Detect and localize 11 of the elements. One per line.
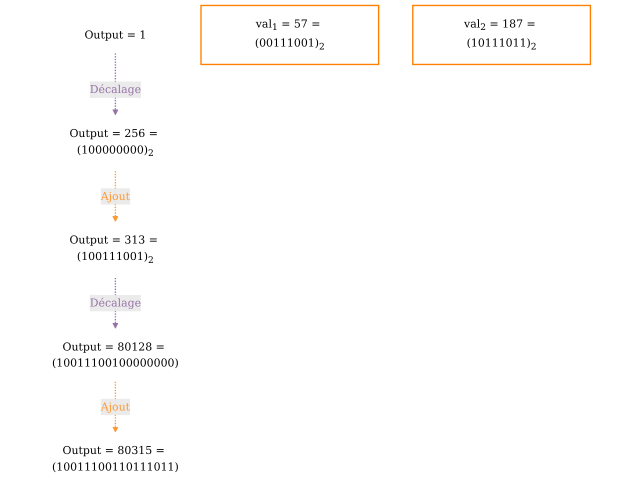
node-text: Output = 80315 = (10011100110111011) (52, 444, 179, 474)
node-text: Output = 256 = (100000000)$_{2}$ (69, 126, 158, 159)
node-box: val$_{1}$ = 57 = (00111001)$_{2}$ (200, 4, 380, 66)
edge-label: Ajout (100, 190, 130, 203)
node-text: Output = 313 = (100111001)$_{2}$ (69, 233, 158, 266)
node-text: Output = 80128 = (10011100100000000) (52, 340, 179, 370)
edge-label: Décalage (90, 296, 142, 310)
edge-label: Ajout (100, 400, 130, 414)
node-text: Output = 1 (84, 28, 146, 42)
node-box: val$_{2}$ = 187 = (10111011)$_{2}$ (412, 4, 592, 66)
edge-label: Décalage (90, 82, 142, 96)
